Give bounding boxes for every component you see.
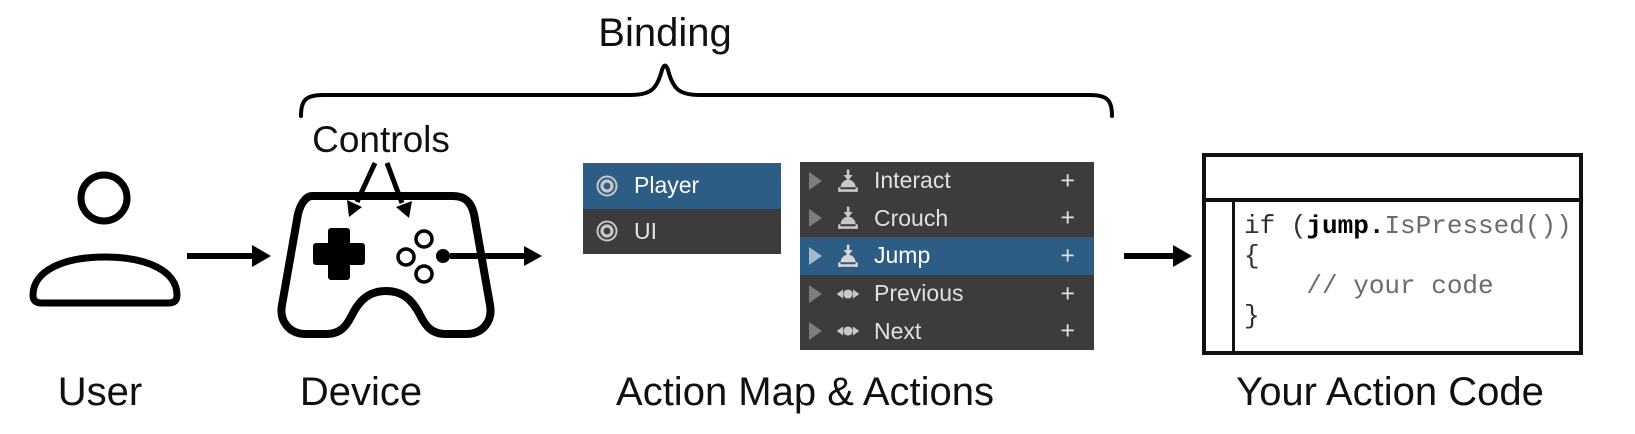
action-map-icon bbox=[596, 220, 618, 242]
button-north-icon bbox=[414, 229, 434, 249]
add-binding-button[interactable]: + bbox=[1060, 279, 1075, 308]
action-map-row-ui[interactable]: UI bbox=[583, 208, 781, 254]
add-binding-button[interactable]: + bbox=[1060, 241, 1075, 270]
action-row-previous[interactable]: Previous + bbox=[800, 274, 1094, 313]
dpad-icon bbox=[313, 228, 365, 280]
action-map-row-player[interactable]: Player bbox=[583, 163, 781, 209]
add-binding-button[interactable]: + bbox=[1060, 166, 1075, 195]
action-label: Crouch bbox=[874, 204, 949, 231]
gamepad-icon bbox=[277, 192, 542, 338]
button-east-icon bbox=[436, 249, 450, 263]
action-label: Previous bbox=[874, 280, 964, 307]
action-label: Jump bbox=[874, 242, 931, 269]
button-south-icon bbox=[414, 264, 434, 284]
binding-brace bbox=[299, 63, 1114, 118]
action-map-label: UI bbox=[634, 217, 657, 244]
code-window-titlebar bbox=[1206, 157, 1579, 202]
action-row-crouch[interactable]: Crouch + bbox=[800, 199, 1094, 238]
foldout-arrow-icon[interactable] bbox=[809, 171, 822, 190]
device-label: Device bbox=[299, 370, 423, 414]
code-snippet: if (jump.IsPressed()) { // your code } bbox=[1244, 211, 1572, 331]
controls-label: Controls bbox=[312, 119, 450, 160]
axis-icon bbox=[836, 326, 860, 336]
button-press-icon bbox=[838, 169, 858, 192]
foldout-arrow-icon[interactable] bbox=[809, 284, 822, 303]
action-row-interact[interactable]: Interact + bbox=[800, 162, 1094, 200]
binding-label: Binding bbox=[598, 11, 732, 55]
code-gutter-line bbox=[1232, 202, 1235, 351]
action-maps-panel: Player UI bbox=[583, 163, 781, 254]
actions-panel: Interact + Crouch + bbox=[800, 162, 1094, 350]
user-label: User bbox=[57, 370, 143, 414]
actions-to-code-arrow bbox=[1124, 245, 1192, 267]
code-window: if (jump.IsPressed()) { // your code } bbox=[1202, 153, 1583, 355]
action-row-jump[interactable]: Jump + bbox=[800, 237, 1094, 275]
add-binding-button[interactable]: + bbox=[1060, 316, 1075, 345]
user-icon bbox=[29, 171, 181, 307]
code-comment: // your code bbox=[1244, 271, 1494, 301]
add-binding-button[interactable]: + bbox=[1060, 203, 1075, 232]
your-action-code-label: Your Action Code bbox=[1236, 370, 1544, 414]
foldout-arrow-icon[interactable] bbox=[809, 322, 822, 341]
action-map-actions-label: Action Map & Actions bbox=[616, 370, 994, 414]
foldout-arrow-icon[interactable] bbox=[809, 246, 822, 265]
button-west-icon bbox=[396, 247, 416, 267]
user-to-device-arrow bbox=[187, 245, 271, 267]
button-press-icon bbox=[838, 207, 858, 230]
axis-icon bbox=[836, 289, 860, 299]
action-map-label: Player bbox=[634, 172, 700, 199]
action-map-icon bbox=[596, 175, 618, 197]
foldout-arrow-icon[interactable] bbox=[809, 209, 822, 228]
action-row-next[interactable]: Next + bbox=[800, 312, 1094, 350]
button-press-icon bbox=[838, 244, 858, 267]
jump-variable: jump. bbox=[1306, 211, 1385, 241]
action-label: Interact bbox=[874, 167, 951, 194]
action-label: Next bbox=[874, 317, 922, 344]
